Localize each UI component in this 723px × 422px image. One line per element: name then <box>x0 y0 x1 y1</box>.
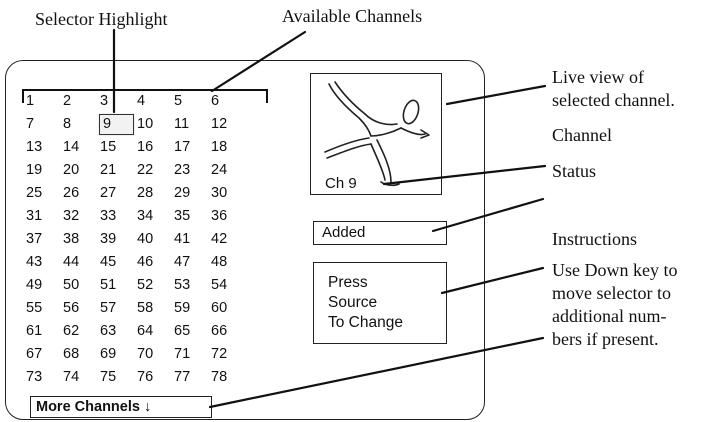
channel-callout <box>384 166 545 184</box>
down-key-callout <box>210 338 543 407</box>
live-view-callout <box>447 86 545 104</box>
status-callout <box>433 199 543 231</box>
available-channels-callout <box>212 32 305 91</box>
instructions-callout <box>442 268 543 293</box>
